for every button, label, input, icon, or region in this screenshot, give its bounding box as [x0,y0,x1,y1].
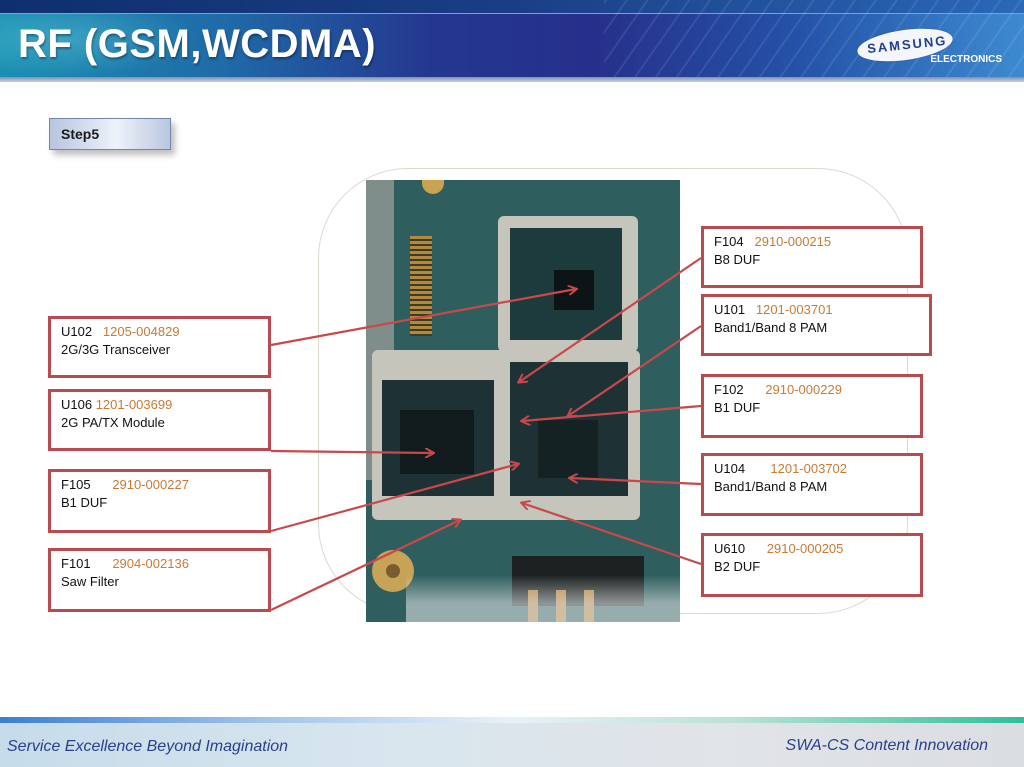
callout-line1: F102 2910-000229 [714,382,842,397]
callout-ref: U106 [61,397,93,412]
callout-part-code: 2910-000205 [766,541,844,556]
header-glow [0,13,200,77]
callout-u102: U102 1205-004829 2G/3G Transceiver [48,316,271,378]
callout-sep [91,556,113,571]
callout-part-code: 1201-003699 [95,397,173,412]
callout-u106: U106 1201-003699 2G PA/TX Module [48,389,271,451]
callout-desc: B8 DUF [714,252,761,267]
logo-sub: ELECTRONICS [930,54,1002,65]
callout-desc: B1 DUF [61,495,108,510]
footer-slogan: Service Excellence Beyond Imagination [7,738,289,755]
callout-f105: F105 2910-000227 B1 DUF [48,469,271,533]
callout-desc: Saw Filter [61,574,119,589]
callout-ref: F102 [714,382,744,397]
photo-fog [406,575,680,622]
callout-desc: 2G PA/TX Module [61,415,165,430]
callout-line1: F101 2904-002136 [61,556,189,571]
callout-ref: U610 [714,541,746,556]
step-badge: Step5 [49,118,171,150]
callout-sep [744,234,755,249]
pcb-connector [410,236,432,336]
callout-part-code: 1201-003702 [770,461,848,476]
slide-footer: Service Excellence Beyond Imagination SW… [0,723,1024,767]
callout-part-code: 2910-000215 [754,234,832,249]
callout-ref: F105 [61,477,91,492]
callout-desc: Band1/Band 8 PAM [714,320,828,335]
callout-part-code: 2910-000227 [112,477,189,492]
callout-ref: U102 [61,324,93,339]
callout-f104: F104 2910-000215 B8 DUF [701,226,923,288]
pcb-pad [422,180,444,194]
callout-part-code: 2904-002136 [112,556,189,571]
callout-u610: U610 2910-000205 B2 DUF [701,533,923,597]
callout-desc: B1 DUF [714,400,761,415]
footer-accent-line [0,717,1024,723]
callout-sep [744,382,766,397]
callout-desc: 2G/3G Transceiver [61,342,171,357]
callout-desc: Band1/Band 8 PAM [714,479,828,494]
header-bottom-band [0,77,1024,82]
callout-line1: U101 1201-003701 [714,302,833,317]
callout-ref: F104 [714,234,744,249]
callout-part-code: 1201-003701 [755,302,833,317]
callout-ref: U104 [714,461,746,476]
samsung-logo: SAMSUNG ELECTRONICS [855,23,1002,70]
callout-ref: U101 [714,302,746,317]
callout-sep [745,461,770,476]
step-label: Step5 [61,126,100,142]
slide-title: RF (GSM,WCDMA) [18,22,377,66]
header-top-band [0,0,1024,14]
slide-header: RF (GSM,WCDMA) SAMSUNG ELECTRONICS [0,0,1024,82]
callout-f102: F102 2910-000229 B1 DUF [701,374,923,438]
callout-desc: B2 DUF [714,559,761,574]
callout-line1: F105 2910-000227 [61,477,189,492]
callout-part-code: 1205-004829 [102,324,180,339]
callout-line1: U610 2910-000205 [714,541,843,556]
callout-u104: U104 1201-003702 Band1/Band 8 PAM [701,453,923,516]
chip-transceiver [554,270,594,310]
callout-sep [745,541,767,556]
callout-line1: U104 1201-003702 [714,461,847,476]
pcb-photo [366,180,680,622]
header-streaks [604,0,1024,82]
footer-department: SWA-CS Content Innovation [785,737,988,754]
callout-line1: F104 2910-000215 [714,234,831,249]
callout-part-code: 2910-000229 [765,382,842,397]
chip-pam [538,420,598,478]
callout-sep [745,302,756,317]
callout-u101: U101 1201-003701 Band1/Band 8 PAM [701,294,932,356]
callout-line1: U102 1205-004829 [61,324,180,339]
callout-line1: U106 1201-003699 [61,397,172,412]
callout-sep [91,477,113,492]
callout-sep [92,324,103,339]
callout-f101: F101 2904-002136 Saw Filter [48,548,271,612]
chip-pa-module [400,410,474,474]
callout-ref: F101 [61,556,91,571]
